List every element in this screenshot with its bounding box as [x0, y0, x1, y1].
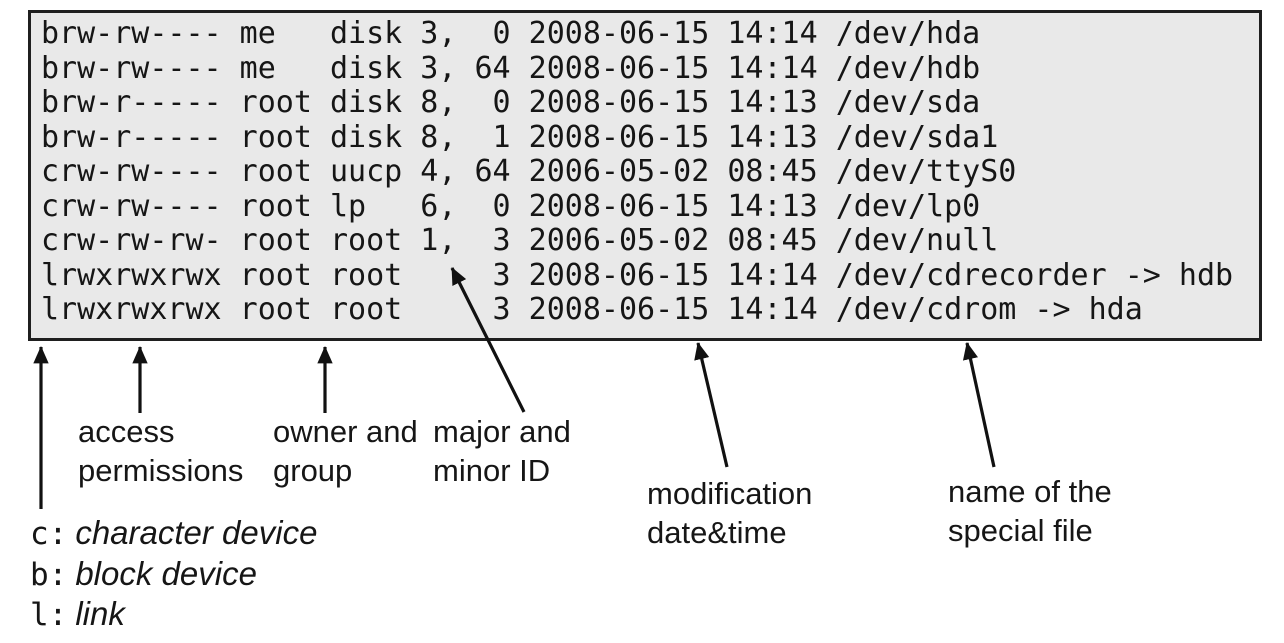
label-line: access	[78, 414, 175, 449]
terminal-line-null: crw-rw-rw- root root 1, 3 2006-05-02 08:…	[41, 223, 999, 258]
label-line: permissions	[78, 453, 244, 488]
label-owner-and-group: owner and group	[273, 412, 418, 490]
legend-key: b:	[30, 556, 68, 593]
terminal-line-hdb: brw-rw---- me disk 3, 64 2008-06-15 14:1…	[41, 50, 981, 86]
legend-desc: link	[75, 595, 125, 632]
terminal-line-ttys0: crw-rw---- root uucp 4, 64 2006-05-02 08…	[41, 154, 1017, 189]
label-line: date&time	[647, 515, 787, 550]
label-major-minor-id: major and minor ID	[433, 412, 571, 490]
legend-row-link: l:link	[30, 595, 317, 636]
terminal-line-sda: brw-r----- root disk 8, 0 2008-06-15 14:…	[41, 85, 981, 120]
label-line: modification	[647, 476, 813, 511]
modification-arrow	[694, 342, 729, 468]
label-line: group	[273, 453, 353, 488]
terminal-line-sda1: brw-r----- root disk 8, 1 2008-06-15 14:…	[41, 119, 999, 155]
label-line: minor ID	[433, 453, 551, 488]
legend-key: c:	[30, 516, 68, 552]
label-line: major and	[433, 414, 571, 449]
label-line: owner and	[273, 414, 418, 449]
terminal-line-hda: brw-rw---- me disk 3, 0 2008-06-15 14:14…	[41, 16, 981, 51]
terminal-line-cdrecorder: lrwxrwxrwx root root 3 2008-06-15 14:14 …	[41, 257, 1234, 293]
label-line: name of the	[948, 474, 1112, 509]
terminal-listing-box: brw-rw---- me disk 3, 0 2008-06-15 14:14…	[28, 10, 1262, 341]
file-name-arrow	[962, 342, 996, 468]
legend-row-block-device: b:block device	[30, 555, 317, 596]
terminal-line-cdrom: lrwxrwxrwx root root 3 2008-06-15 14:14 …	[41, 292, 1143, 327]
terminal-line-lp0: crw-rw---- root lp 6, 0 2008-06-15 14:13…	[41, 188, 981, 224]
label-modification-datetime: modification date&time	[647, 474, 812, 552]
legend-key: l:	[30, 597, 68, 633]
label-access-permissions: access permissions	[78, 412, 243, 490]
legend-desc: block device	[75, 554, 257, 592]
legend-desc: character device	[75, 514, 318, 551]
label-name-of-special-file: name of the special file	[948, 472, 1112, 550]
legend-row-character-device: c:character device	[30, 514, 317, 555]
label-line: special file	[948, 513, 1093, 548]
device-type-legend: c:character device b:block device l:link	[30, 514, 317, 636]
